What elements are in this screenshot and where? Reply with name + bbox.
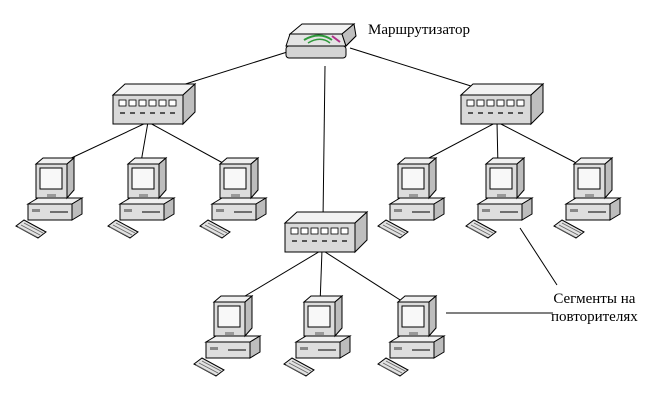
- computer-icon: [377, 157, 445, 239]
- segment-annotation-line2: повторителях: [551, 309, 638, 325]
- computer-icon: [193, 295, 261, 377]
- segment-annotation-line1: Сегменты на: [553, 291, 636, 307]
- connection-lines: [49, 47, 587, 314]
- computer-icon: [465, 157, 533, 239]
- hub-icon-left: [112, 83, 196, 125]
- router-icon: [285, 23, 357, 59]
- computer-icon: [553, 157, 621, 239]
- segment-annotation: Сегменты на повторителях: [551, 290, 638, 326]
- computer-icon: [283, 295, 351, 377]
- computer-icon: [15, 157, 83, 239]
- router-label: Маршрутизатор: [368, 22, 470, 38]
- computer-icon: [199, 157, 267, 239]
- computer-icon: [107, 157, 175, 239]
- computer-icon: [377, 295, 445, 377]
- hub-icon-bottom: [284, 211, 368, 253]
- hub-icon-right: [460, 83, 544, 125]
